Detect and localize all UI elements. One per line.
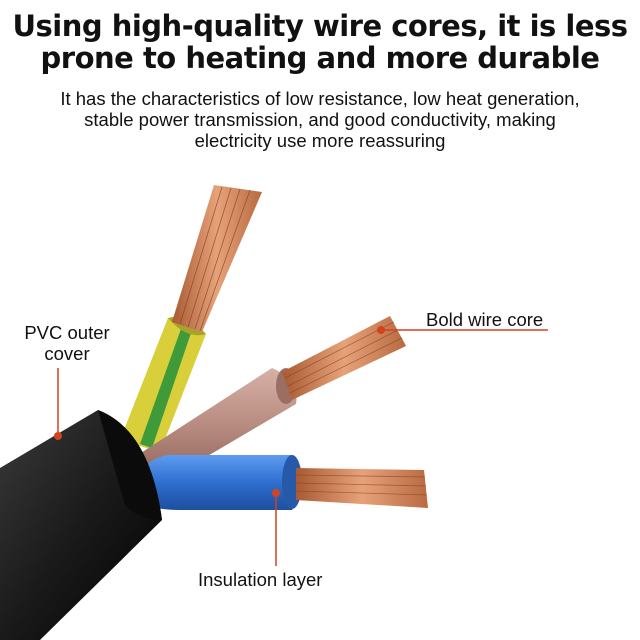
cable-illustration (0, 185, 548, 640)
callout-insulation-layer: Insulation layer (198, 569, 323, 590)
leader-lines (54, 326, 548, 566)
subtitle-line-1: It has the characteristics of low resist… (60, 88, 580, 109)
headline-line-1: Using high-quality wire cores, it is les… (12, 9, 628, 43)
pvc-jacket (0, 410, 162, 640)
headline-line-2: prone to heating and more durable (40, 41, 600, 75)
subtitle: It has the characteristics of low resist… (0, 88, 640, 151)
callout-pvc-line-1: PVC outer (24, 322, 110, 343)
callout-bold-wire-core: Bold wire core (426, 309, 544, 330)
callout-pvc-outer-cover: PVC outer cover (12, 322, 122, 364)
blue-copper-strands (295, 468, 428, 508)
headline: Using high-quality wire cores, it is les… (0, 10, 640, 74)
blue-wire (138, 454, 302, 510)
brown-copper-strands (282, 316, 406, 400)
subtitle-line-3: electricity use more reassuring (194, 130, 446, 151)
callout-pvc-line-2: cover (44, 343, 90, 364)
subtitle-line-2: stable power transmission, and good cond… (84, 109, 556, 130)
earth-copper-strands (172, 185, 262, 332)
